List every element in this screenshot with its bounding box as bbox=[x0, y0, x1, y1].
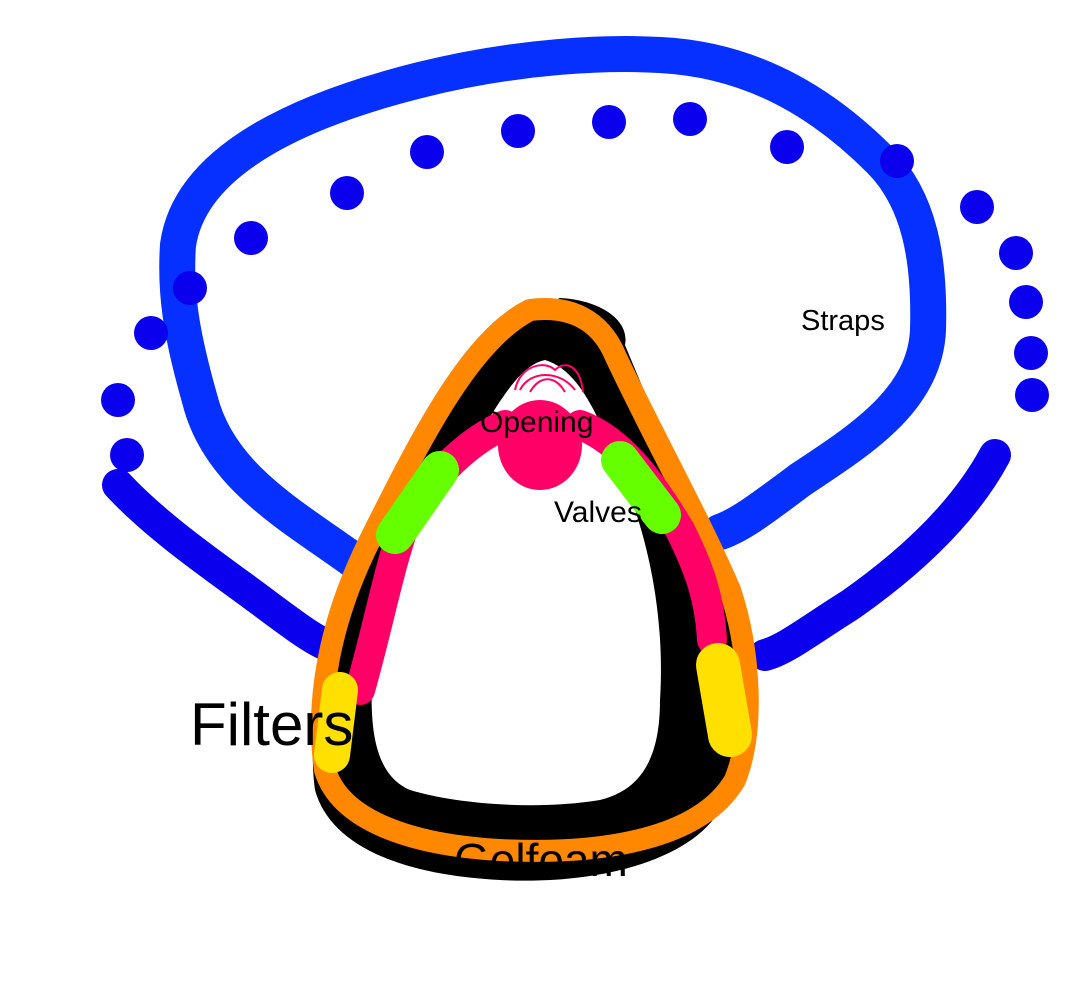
strap-right-lower bbox=[749, 439, 1011, 671]
label-straps: Straps bbox=[801, 305, 885, 337]
opening-mesh bbox=[514, 364, 584, 393]
label-filters: Filters bbox=[190, 691, 354, 758]
label-gelfoam: Gelfoam bbox=[454, 834, 628, 886]
filter-right bbox=[696, 643, 752, 757]
strap-loop bbox=[159, 36, 947, 583]
valve-right bbox=[601, 441, 681, 534]
opening bbox=[498, 400, 582, 490]
gelfoam-seal bbox=[311, 298, 759, 862]
strap-dots bbox=[101, 102, 1049, 472]
strap-left-lower bbox=[102, 469, 356, 666]
label-opening: Opening bbox=[480, 406, 594, 439]
filter-left bbox=[314, 672, 358, 773]
valve-left bbox=[376, 451, 459, 554]
label-valves: Valves bbox=[554, 496, 642, 529]
mask-interior bbox=[371, 360, 661, 806]
